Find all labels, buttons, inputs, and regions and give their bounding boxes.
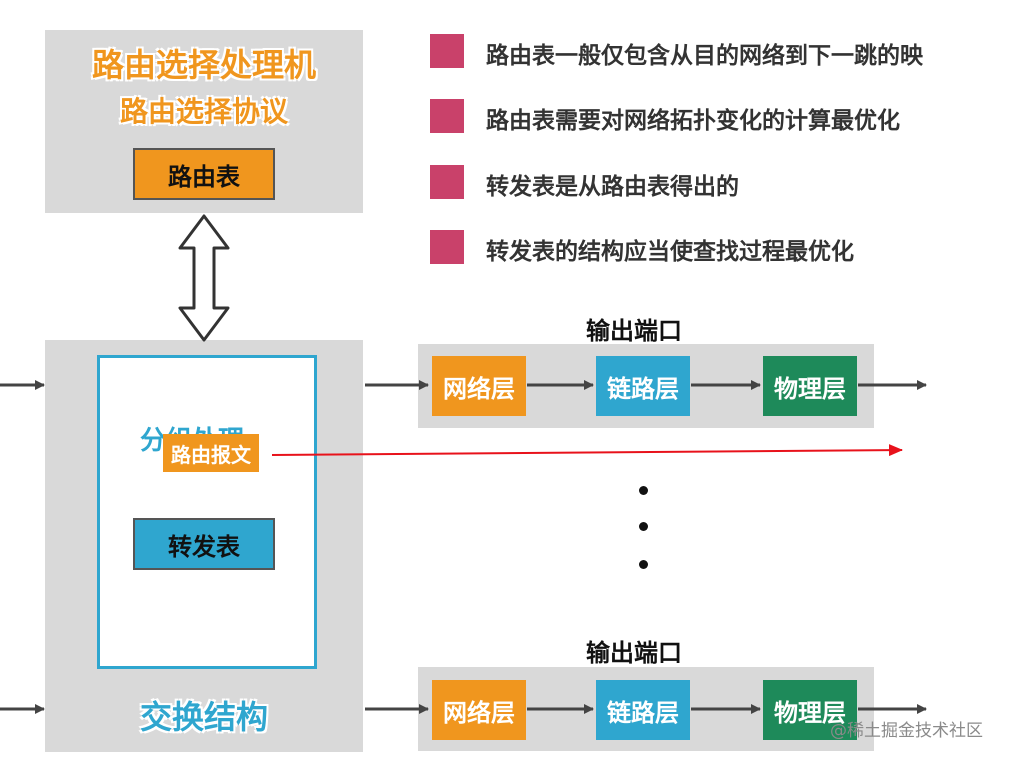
ellipsis-dot [639, 560, 648, 569]
ellipsis-dot [639, 486, 648, 495]
watermark: @稀土掘金技术社区 [830, 721, 983, 741]
network-layer-box: 网络层 [432, 356, 526, 416]
packet-processing-frame [97, 355, 317, 669]
link-layer-box: 链路层 [596, 356, 690, 416]
routing-message-arrow [271, 444, 903, 457]
output-port-title: 输出端口 [586, 639, 682, 667]
network-layer-box: 网络层 [432, 680, 526, 740]
ellipsis-dot [639, 522, 648, 531]
bidirectional-arrow [178, 214, 230, 342]
link-layer-box: 链路层 [596, 680, 690, 740]
forwarding-table-box: 转发表 [133, 518, 275, 570]
note-item: 路由表一般仅包含从目的网络到下一跳的映 [486, 43, 923, 69]
output-port-title: 输出端口 [586, 317, 682, 345]
routing-message-box: 路由报文 [163, 434, 259, 472]
physical-layer-box: 物理层 [763, 356, 857, 416]
routing-processor-title: 路由选择处理机 [91, 46, 316, 84]
switch-fabric-label: 交换结构 [139, 698, 268, 736]
routing-protocol-label: 路由选择协议 [119, 95, 288, 128]
note-bullet [430, 34, 464, 68]
note-bullet [430, 165, 464, 199]
note-item: 路由表需要对网络拓扑变化的计算最优化 [486, 108, 900, 134]
note-bullet [430, 230, 464, 264]
note-bullet [430, 99, 464, 133]
physical-layer-box: 物理层 [763, 680, 857, 740]
routing-table-box: 路由表 [133, 148, 275, 200]
note-item: 转发表的结构应当使查找过程最优化 [486, 239, 854, 265]
note-item: 转发表是从路由表得出的 [486, 174, 739, 200]
